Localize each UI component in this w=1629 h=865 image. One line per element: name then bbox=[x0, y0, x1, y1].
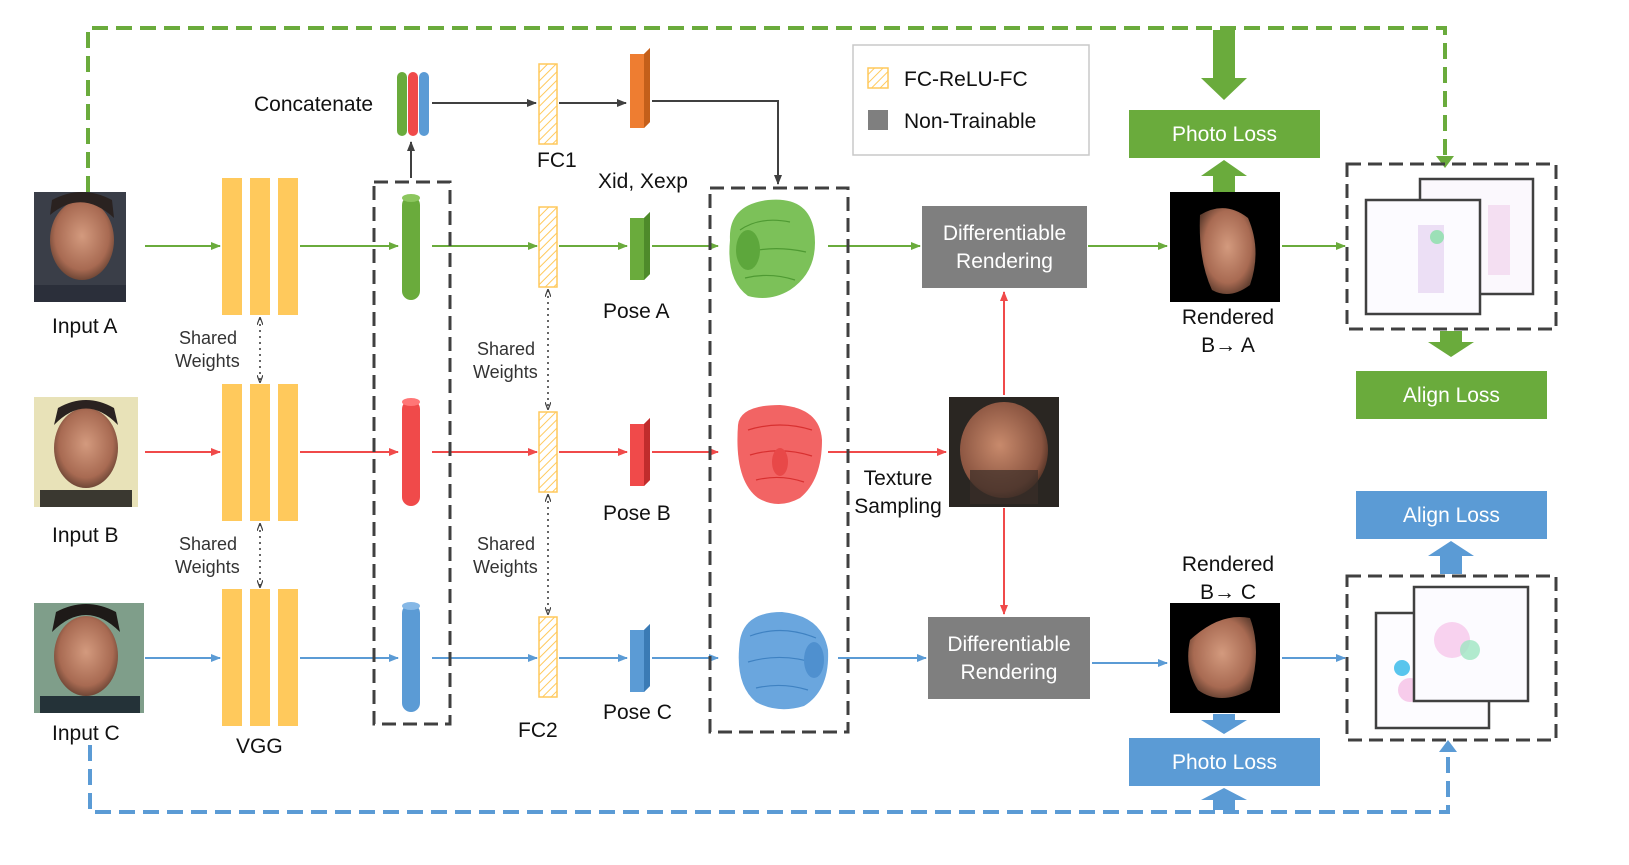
fc1-label: FC1 bbox=[537, 149, 577, 172]
input-c-label: Input C bbox=[52, 722, 120, 745]
feature-group-box bbox=[372, 180, 452, 726]
diff-rendering-bottom: Differentiable Rendering bbox=[928, 617, 1090, 699]
photo-loss-top-label: Photo Loss bbox=[1172, 123, 1277, 146]
shared-weights-label-1: Shared bbox=[179, 328, 237, 348]
photo-loss-bottom: Photo Loss bbox=[1129, 714, 1320, 810]
mesh-head-c bbox=[738, 612, 829, 710]
fc2-block-c bbox=[538, 616, 558, 698]
shared-weights-vgg-ab: Shared Weights bbox=[175, 318, 260, 382]
shared-weights-label-7: Shared bbox=[477, 534, 535, 554]
shared-weights-label-4: Weights bbox=[175, 557, 240, 577]
vgg-label: VGG bbox=[236, 735, 283, 758]
pose-b-block: Pose B bbox=[603, 418, 671, 525]
rendered-c-label-2: B→ C bbox=[1200, 581, 1256, 604]
vgg-stack-a bbox=[222, 178, 298, 315]
diff-rendering-bottom-line2: Rendering bbox=[961, 661, 1058, 684]
input-a-image bbox=[34, 192, 126, 302]
shared-weights-vgg-bc: Shared Weights bbox=[175, 524, 260, 587]
rendered-a-label-2: B→ A bbox=[1201, 334, 1255, 357]
rendered-b-to-a-image bbox=[1170, 192, 1280, 302]
rendered-a-label-1: Rendered bbox=[1182, 306, 1274, 329]
align-loss-top: Align Loss bbox=[1356, 331, 1547, 419]
concatenate-label: Concatenate bbox=[254, 93, 373, 116]
fc2-block-b bbox=[538, 411, 558, 493]
texture-map-image bbox=[949, 397, 1059, 507]
input-a-label: Input A bbox=[52, 315, 117, 338]
shared-weights-label-6: Weights bbox=[473, 362, 538, 382]
input-b-label: Input B bbox=[52, 524, 119, 547]
diff-rendering-top-line1: Differentiable bbox=[943, 222, 1066, 245]
pose-c-label: Pose C bbox=[603, 701, 672, 724]
params-label: Xid, Xexp bbox=[598, 170, 688, 193]
legend-fc-label: FC-ReLU-FC bbox=[904, 68, 1028, 91]
legend-fc-swatch bbox=[867, 67, 889, 89]
diff-rendering-top: Differentiable Rendering bbox=[922, 206, 1087, 288]
row-c-arrows bbox=[145, 654, 1346, 667]
legend-non-trainable-swatch bbox=[868, 110, 888, 130]
identity-expression-params: Xid, Xexp bbox=[598, 48, 782, 193]
align-loss-bottom-label: Align Loss bbox=[1403, 504, 1500, 527]
photo-loss-bottom-label: Photo Loss bbox=[1172, 751, 1277, 774]
fc2-block-a bbox=[538, 206, 558, 288]
pose-a-label: Pose A bbox=[603, 300, 670, 323]
flow-maps-bottom bbox=[1345, 574, 1558, 742]
concatenate-block: Concatenate bbox=[254, 72, 537, 178]
shared-weights-fc2-bc: Shared Weights bbox=[473, 495, 548, 614]
feature-cylinder-b bbox=[402, 398, 420, 506]
pose-a-block: Pose A bbox=[603, 212, 670, 323]
top-dashed-loop bbox=[86, 26, 1454, 192]
diff-rendering-top-line2: Rendering bbox=[956, 250, 1053, 273]
shared-weights-label-2: Weights bbox=[175, 351, 240, 371]
row-b-arrows bbox=[145, 291, 1008, 615]
align-loss-top-label: Align Loss bbox=[1403, 384, 1500, 407]
input-c-image bbox=[34, 603, 144, 713]
bottom-dashed-loop bbox=[88, 740, 1457, 814]
vgg-stack-b bbox=[222, 384, 298, 521]
fc1-block: FC1 bbox=[537, 63, 627, 172]
pose-c-block: Pose C bbox=[603, 624, 672, 724]
texture-label-1: Texture bbox=[864, 467, 933, 490]
mesh-head-b bbox=[737, 405, 822, 504]
legend-non-trainable-label: Non-Trainable bbox=[904, 110, 1036, 133]
diff-rendering-bottom-line1: Differentiable bbox=[947, 633, 1070, 656]
feature-cylinder-c bbox=[402, 602, 420, 712]
feature-cylinder-a bbox=[402, 194, 420, 300]
shared-weights-label-8: Weights bbox=[473, 557, 538, 577]
photo-loss-top: Photo Loss bbox=[1129, 30, 1320, 192]
vgg-stack-c bbox=[222, 589, 298, 726]
texture-label-2: Sampling bbox=[854, 495, 942, 518]
pose-b-label: Pose B bbox=[603, 502, 671, 525]
legend: FC-ReLU-FC Non-Trainable bbox=[852, 44, 1090, 156]
rendered-c-label-1: Rendered bbox=[1182, 553, 1274, 576]
shared-weights-fc2-ab: Shared Weights bbox=[473, 290, 548, 409]
shared-weights-label-5: Shared bbox=[477, 339, 535, 359]
align-loss-bottom: Align Loss bbox=[1356, 491, 1547, 574]
input-b-image bbox=[34, 397, 138, 507]
mesh-head-a bbox=[729, 199, 815, 298]
rendered-b-to-c-image bbox=[1170, 603, 1280, 713]
shared-weights-label-3: Shared bbox=[179, 534, 237, 554]
mesh-group-box bbox=[708, 186, 850, 734]
fc2-label: FC2 bbox=[518, 719, 558, 742]
flow-maps-top bbox=[1345, 162, 1558, 331]
